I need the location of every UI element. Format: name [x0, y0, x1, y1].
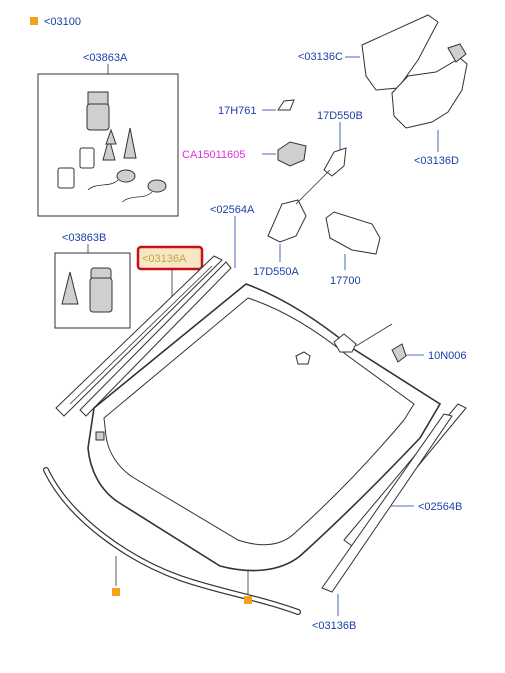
mirror-bracket-b-part	[323, 147, 347, 177]
clip-part	[391, 343, 407, 363]
cowl-bracket-part	[333, 333, 357, 353]
callout-ca15011605[interactable]: CA15011605	[182, 149, 245, 161]
legend-label: <03100	[44, 16, 81, 28]
rearview-mirror-part	[325, 211, 381, 255]
callout-03136a[interactable]: <03136A	[142, 253, 187, 265]
marker-lower-right[interactable]	[244, 596, 252, 604]
callout-10n006[interactable]: 10N006	[428, 350, 467, 362]
callout-03863a[interactable]: <03863A	[83, 52, 128, 64]
callout-17d550a[interactable]: 17D550A	[253, 266, 300, 278]
legend-marker	[30, 17, 38, 25]
side-moulding-left-part	[79, 261, 232, 417]
callout-03136d[interactable]: <03136D	[414, 155, 459, 167]
mirror-bracket-a-part	[267, 199, 307, 243]
callout-03136b[interactable]: <03136B	[312, 620, 356, 632]
sensor-cover-part	[277, 99, 295, 111]
adhesive-kit-a-parts	[57, 91, 167, 203]
callout-17h761[interactable]: 17H761	[218, 105, 257, 117]
a-pillar-trim-left-part	[55, 255, 223, 417]
callout-17700[interactable]: 17700	[330, 275, 361, 287]
adhesive-kit-b-box	[54, 252, 131, 329]
adhesive-kit-a-box	[37, 73, 179, 217]
highlight-box	[136, 245, 204, 271]
callout-17d550b[interactable]: 17D550B	[317, 110, 363, 122]
rain-sensor-part	[277, 141, 307, 167]
adhesive-kit-b-parts	[61, 267, 113, 313]
callout-02564b[interactable]: <02564B	[418, 501, 462, 513]
marker-lower-left[interactable]	[112, 588, 120, 596]
windshield-glass-part	[87, 283, 442, 572]
callout-03136c[interactable]: <03136C	[298, 51, 343, 63]
callout-03863b[interactable]: <03863B	[62, 232, 106, 244]
callout-02564a[interactable]: <02564A	[210, 204, 255, 216]
mirror-cover-assembly	[361, 14, 468, 129]
a-pillar-trim-right-part	[321, 413, 453, 593]
